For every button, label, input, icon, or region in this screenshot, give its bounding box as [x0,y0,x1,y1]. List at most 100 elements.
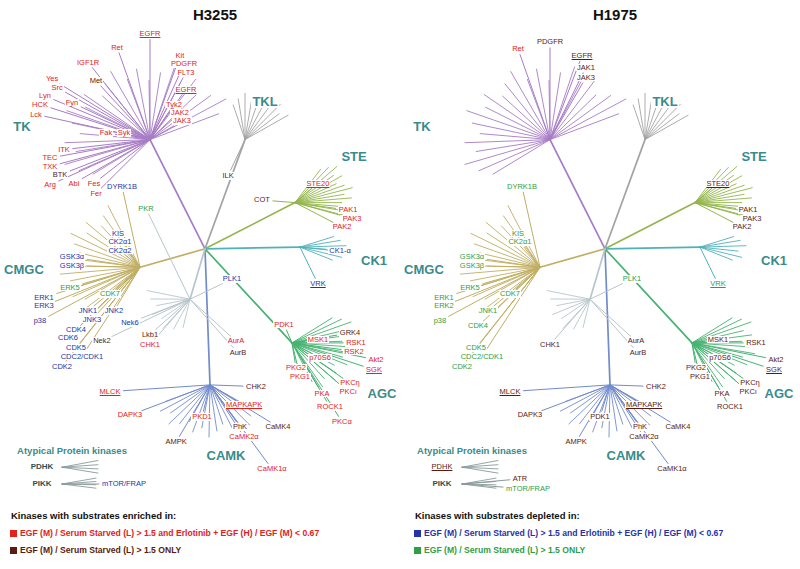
tree-branch [695,198,751,203]
legend-text: EGF (M) / Serum Starved (L) > 1.5 and Er… [424,528,723,538]
kinase-label: Kit [175,52,186,60]
kinase-label: PKCι [739,388,758,396]
kinase-label: Akt2 [768,356,785,364]
kinase-label: MLCK [499,388,522,396]
tree-leaf [695,203,733,223]
kinase-label: GSK3α [59,253,85,261]
tree-leaf [179,385,210,437]
tree-leaf [54,100,150,140]
kinase-label: PKG2 [685,364,707,372]
tree-branch [147,291,190,300]
tree-leaf [87,259,140,267]
kinase-label: Ret [110,44,124,52]
kinase-label: CaMK2α [228,433,259,441]
kinase-label: MAPKAPK [625,401,663,409]
kinase-label: GSK3β [459,262,485,270]
kinase-label: CaMK1α [656,465,687,473]
group-label: CMGC [3,263,45,276]
tree-branch [700,237,734,248]
kinase-label: CK2α2 [107,247,132,255]
kinase-label: PAK3 [742,215,763,223]
tree-branch [292,319,342,343]
tree-leaf [141,299,190,318]
tree-branch [150,96,211,140]
panel-title: H3255 [192,7,238,22]
tree-branch [553,299,590,314]
tree-leaf [550,83,583,140]
kinase-label: CHK2 [245,383,267,391]
tree-branch [210,385,217,431]
group-label: TKL [251,95,278,108]
kinase-label: SGK [765,366,783,374]
kinase-label: PDK1 [273,321,295,329]
kinase-label: ROCK1 [716,403,744,411]
kinase-label: PDHK [431,463,454,471]
tree-trunk [205,247,300,249]
kinase-label: Syk [117,129,132,137]
tree-branch [537,69,551,140]
kinase-label: PDGFR [536,38,564,46]
kinase-label: DAPK3 [117,411,144,419]
kinase-label: PKCη [739,379,761,387]
tree-branch [295,194,344,202]
kinase-label: COT [253,196,271,204]
kinase-label: GSK3β [59,262,85,270]
tree-trunk [605,247,700,249]
kinase-label: PKCα [331,418,353,426]
kinase-label: HCK [31,101,49,109]
tree-branch [137,69,151,140]
tree-branch [295,203,343,215]
group-label: CK1 [360,254,388,267]
tree-trunk [150,140,205,249]
family-label: PIKK [31,480,52,488]
tree-leaf [70,140,150,171]
kinase-label: EGFR [571,52,594,60]
tree-branch [493,140,550,175]
kinase-label: CHK2 [645,383,667,391]
atypical-heading: Atypical Protein kinases [16,446,128,456]
tree-branch [487,233,540,267]
kinase-label: p38 [33,317,48,325]
tree-branch [692,322,751,343]
kinase-label: JNK1 [78,307,98,315]
tree-branch [645,93,646,139]
tree-leaf [610,385,643,386]
kinase-label: mTOR/FRAP [101,480,147,488]
kinase-label: CDK5 [465,344,487,352]
tree-branch [151,299,190,300]
kinase-label: ILK [221,172,234,180]
kinase-label: CaMK2α [628,433,659,441]
group-label: AGC [367,387,398,400]
kinase-label: RSK1 [345,339,367,347]
kinase-label: GRK4 [339,329,361,337]
kinase-label: CDC2/CDK1 [460,353,505,361]
atypical-branch [62,467,98,473]
tree-branch [645,114,679,140]
tree-trunk [605,140,645,249]
tree-leaf [203,385,210,411]
tree-branch [467,111,550,140]
tree-branch [695,185,744,202]
atypical-branch [62,478,96,484]
tree-branch [300,237,334,248]
kinase-label: Lyn [38,92,52,100]
group-label: CMGC [403,263,445,276]
kinase-label: MLCK [99,388,122,396]
tree-leaf [150,118,174,140]
tree-branch [245,93,246,139]
kinase-label: PKG2 [285,364,307,372]
tree-branch [150,95,196,140]
tree-branch [551,299,590,300]
legend-row: EGF (M) / Serum Starved (L) > 1.5 and Er… [10,529,319,538]
kinase-label: Abl [68,180,81,188]
tree-leaf [45,116,150,139]
kinase-label: Fyn [65,99,80,107]
tree-leaf [62,484,99,485]
kinase-label: PAK3 [342,215,363,223]
tree-leaf [51,108,150,140]
kinase-label: ROCK1 [316,403,344,411]
kinase-label: DAPK3 [517,411,544,419]
atypical-branch [62,461,98,468]
tree-leaf [295,188,312,202]
kinase-label: CDK5 [65,344,87,352]
